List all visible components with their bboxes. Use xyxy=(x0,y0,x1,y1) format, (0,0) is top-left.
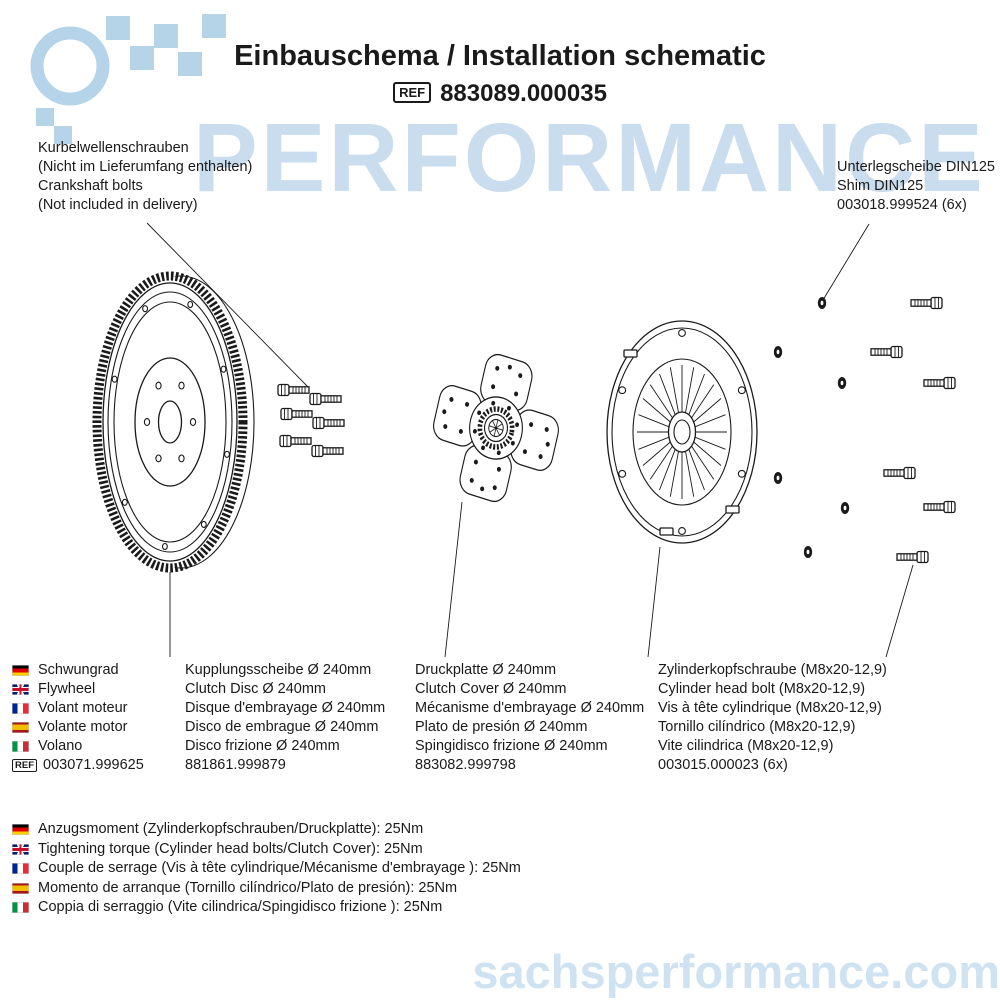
flag-germany-icon xyxy=(12,665,29,676)
part-ref-number: 883082.999798 xyxy=(415,757,516,773)
torque-notes: Anzugsmoment (Zylinderkopfschrauben/Druc… xyxy=(12,820,521,918)
page-title: Einbauschema / Installation schematic xyxy=(234,40,766,72)
ref-number: 883089.000035 xyxy=(440,80,607,107)
part-ref-number: 003015.000023 (6x) xyxy=(658,757,788,773)
part-name: Disque d'embrayage Ø 240mm xyxy=(185,700,386,716)
torque-note: Coppia di serraggio (Vite cilindrica/Spi… xyxy=(38,899,443,915)
logo-circle-icon xyxy=(30,26,110,106)
callout-line: Kurbelwellenschrauben xyxy=(38,140,189,156)
callout-line: 003018.999524 (6x) xyxy=(837,197,967,213)
torque-note: Momento de arranque (Tornillo cilíndrico… xyxy=(38,879,458,896)
clutch-disc-drawing xyxy=(433,353,559,503)
part-name: Tornillo cilíndrico (M8x20-12,9) xyxy=(658,719,856,735)
website-watermark: sachsperformance.com xyxy=(472,945,1000,998)
leader-lines xyxy=(146,222,914,658)
part-name: Schwungrad xyxy=(38,662,119,678)
part-name: Cylinder head bolt (M8x20-12,9) xyxy=(658,681,866,697)
torque-note: Tightening torque (Cylinder head bolts/C… xyxy=(38,840,423,857)
washers-drawing xyxy=(773,297,850,558)
flag-italy-icon xyxy=(12,741,29,752)
ref-badge-icon: REF xyxy=(12,759,37,772)
torque-note: Anzugsmoment (Zylinderkopfschrauben/Druc… xyxy=(38,821,424,837)
flag-spain-icon xyxy=(12,882,29,894)
ref-line: REF 883089.000035 xyxy=(0,80,1000,108)
callout-line: Crankshaft bolts xyxy=(38,178,143,194)
torque-note: Couple de serrage (Vis à tête cylindriqu… xyxy=(38,860,521,876)
part-name: Spingidisco frizione Ø 240mm xyxy=(415,738,608,754)
callout-line: (Not included in delivery) xyxy=(38,197,198,213)
part-name: Flywheel xyxy=(38,681,96,697)
part-name: Vis à tête cylindrique (M8x20-12,9) xyxy=(658,700,882,716)
ref-badge-icon: REF xyxy=(393,82,432,103)
part-ref-number: 003071.999625 xyxy=(43,757,144,773)
part-clutch-cover-labels: Druckplatte Ø 240mm Clutch Cover Ø 240mm… xyxy=(415,661,644,775)
sachs-checkered-logo xyxy=(30,14,226,144)
part-name: Clutch Disc Ø 240mm xyxy=(185,681,327,697)
part-clutch-disc-labels: Kupplungsscheibe Ø 240mm Clutch Disc Ø 2… xyxy=(185,661,385,775)
part-name: Volano xyxy=(38,738,83,754)
flag-spain-icon xyxy=(12,722,29,733)
flywheel-drawing xyxy=(92,271,255,573)
flag-uk-icon xyxy=(12,843,29,855)
part-name: Plato de presión Ø 240mm xyxy=(415,719,588,735)
part-name: Clutch Cover Ø 240mm xyxy=(415,681,567,697)
checkered-flag-icon xyxy=(36,14,226,144)
callout-line: (Nicht im Lieferumfang enthalten) xyxy=(38,159,253,175)
clutch-cover-drawing xyxy=(606,320,758,544)
performance-watermark: PERFORMANCE xyxy=(193,103,986,212)
head-bolts-drawing xyxy=(870,296,956,564)
part-name: Kupplungsscheibe Ø 240mm xyxy=(185,662,372,678)
flag-france-icon xyxy=(12,863,29,875)
part-name: Volante motor xyxy=(38,719,128,735)
callout-crankshaft-bolts: Kurbelwellenschrauben (Nicht im Lieferum… xyxy=(38,139,252,215)
part-name: Mécanisme d'embrayage Ø 240mm xyxy=(415,700,645,716)
flag-uk-icon xyxy=(12,684,29,695)
callout-shim: Unterlegscheibe DIN125 Shim DIN125 00301… xyxy=(837,158,995,215)
part-name: Disco frizione Ø 240mm xyxy=(185,738,340,754)
part-ref-number: 881861.999879 xyxy=(185,757,286,773)
part-name: Druckplatte Ø 240mm xyxy=(415,662,557,678)
flag-france-icon xyxy=(12,703,29,714)
part-head-bolt-labels: Zylinderkopfschraube (M8x20-12,9) Cylind… xyxy=(658,661,887,775)
part-name: Vite cilindrica (M8x20-12,9) xyxy=(658,738,834,754)
crankshaft-bolts-drawing xyxy=(277,383,345,458)
part-name: Volant moteur xyxy=(38,700,128,716)
flag-germany-icon xyxy=(12,824,29,836)
callout-line: Shim DIN125 xyxy=(837,178,924,194)
callout-line: Unterlegscheibe DIN125 xyxy=(837,159,995,175)
part-name: Zylinderkopfschraube (M8x20-12,9) xyxy=(658,662,887,678)
part-name: Disco de embrague Ø 240mm xyxy=(185,719,379,735)
part-flywheel-labels: Schwungrad Flywheel Volant moteur Volant… xyxy=(12,661,144,775)
flag-italy-icon xyxy=(12,902,29,914)
